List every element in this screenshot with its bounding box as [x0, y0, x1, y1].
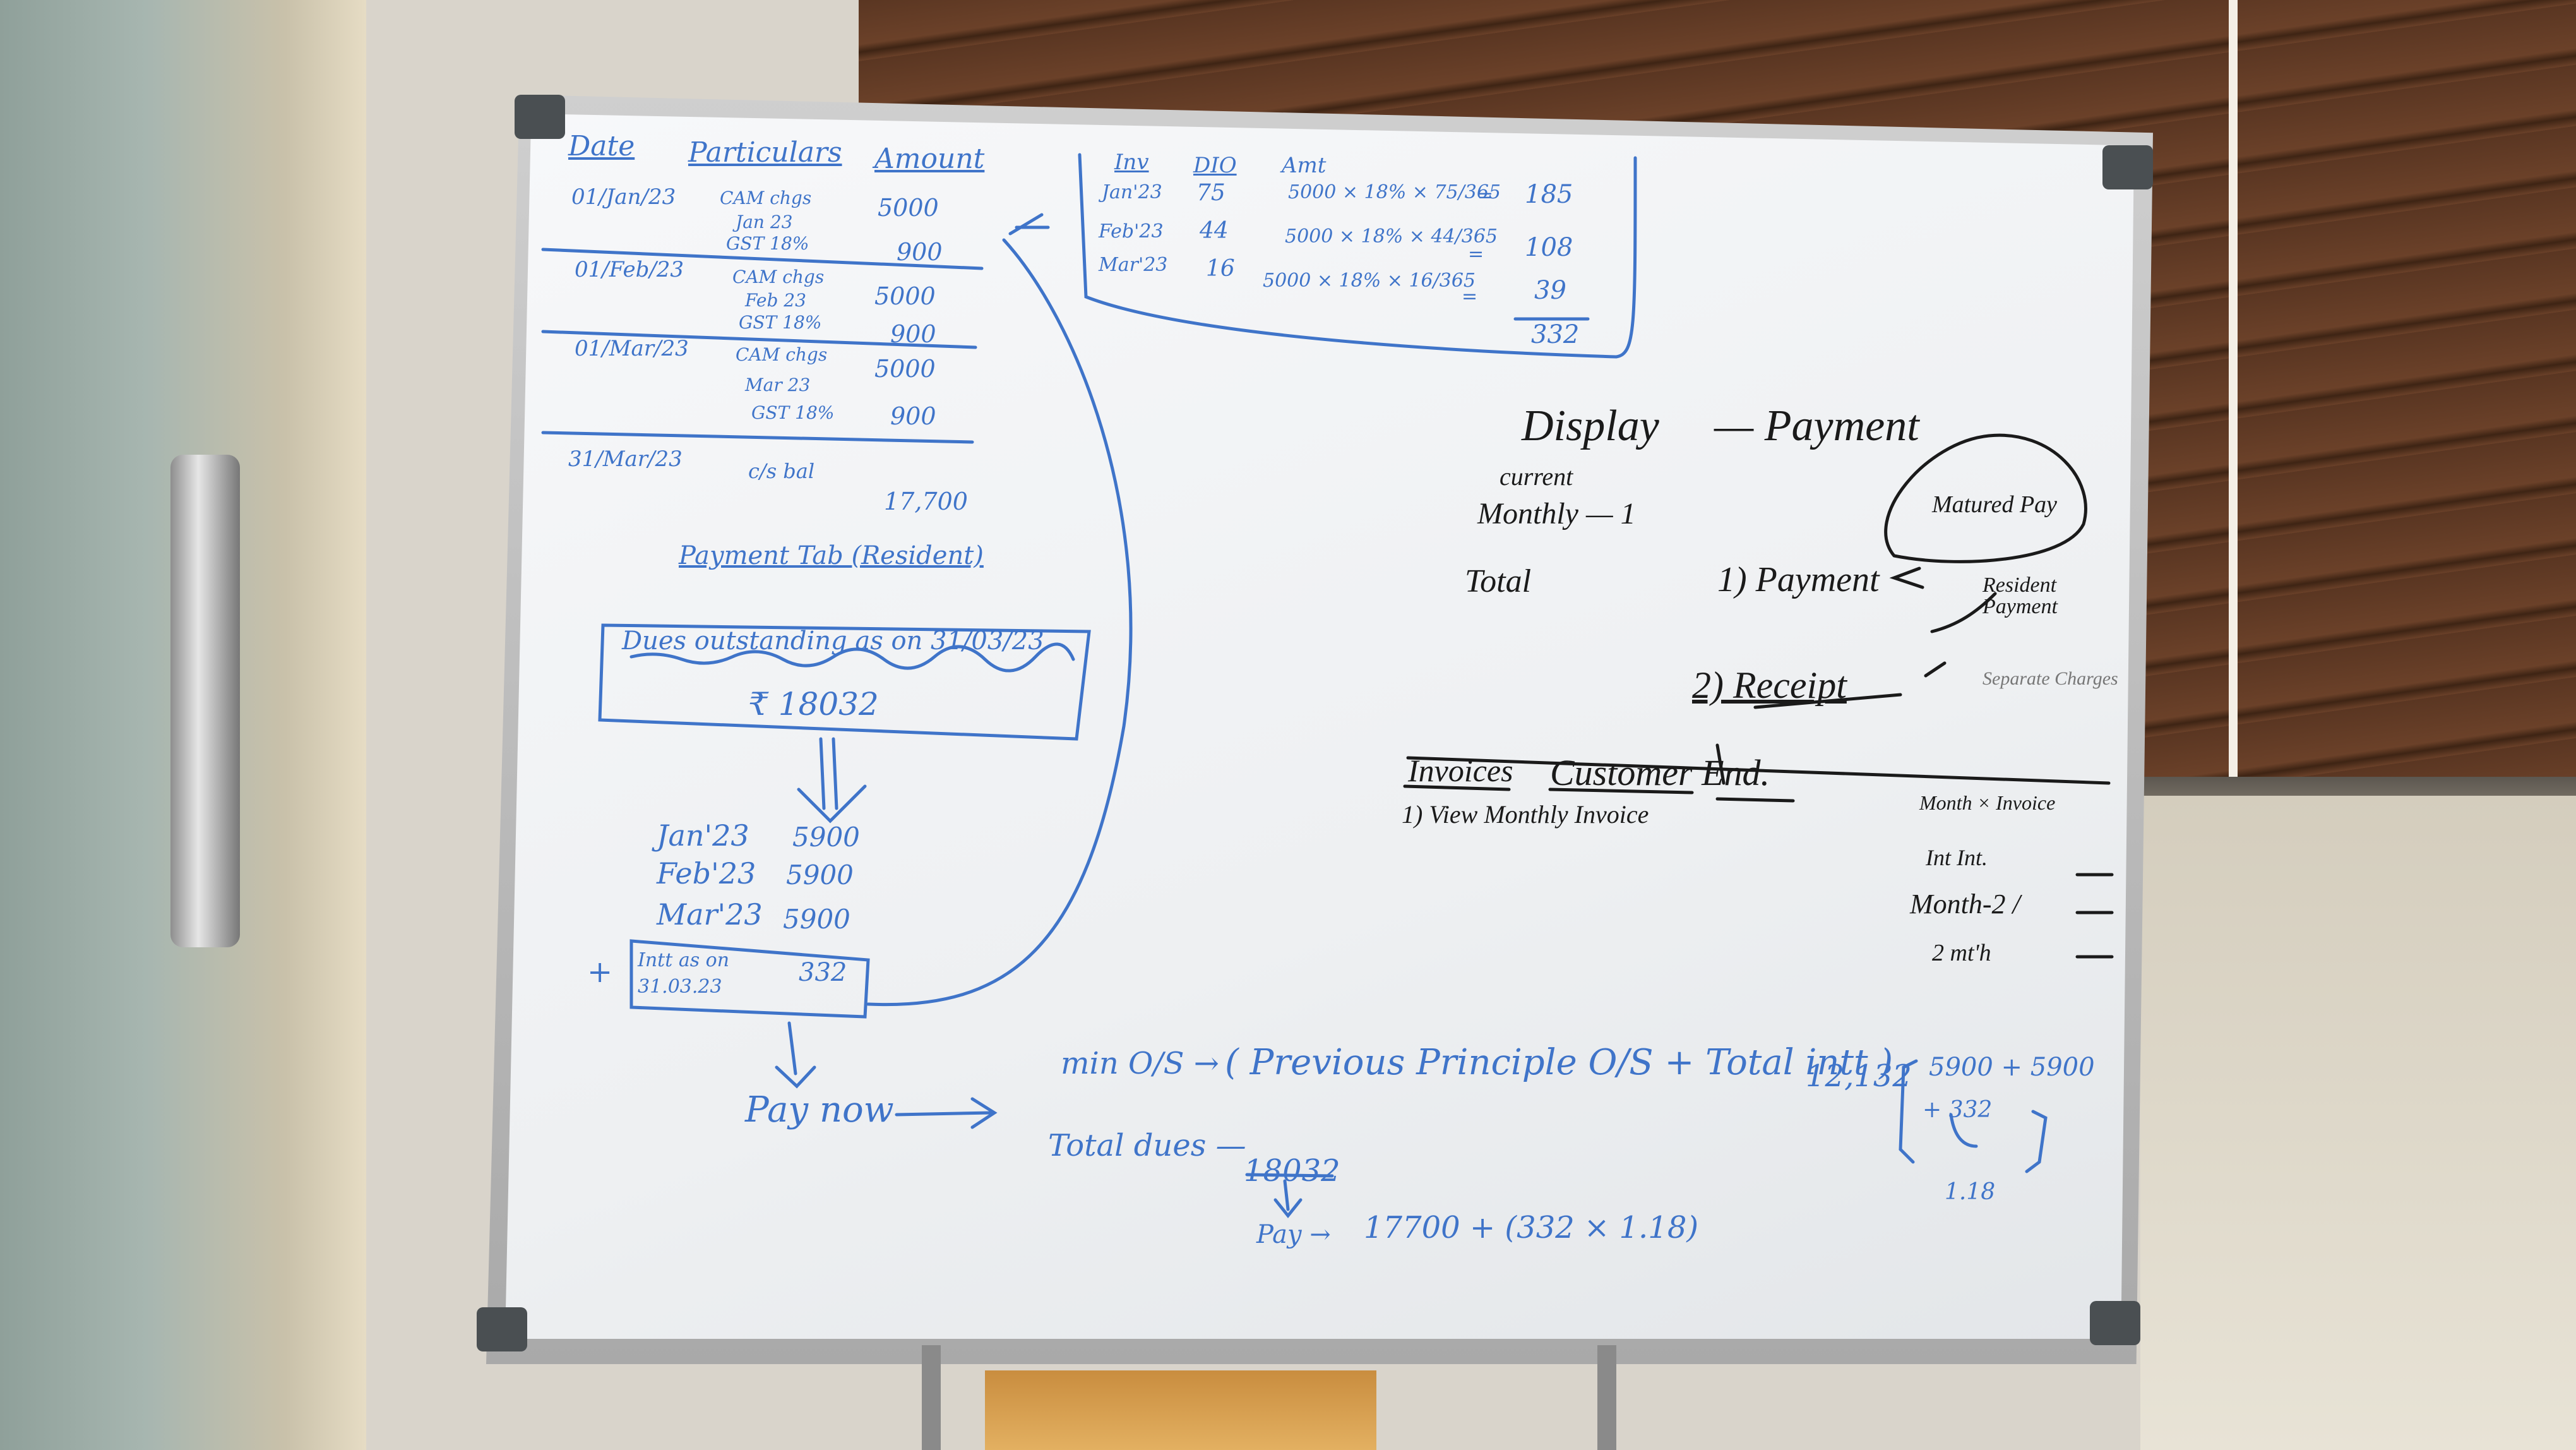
bracket-plus-interest: + 332 [1923, 1097, 1993, 1123]
interest-row-formula: 5000 × 18% × 75/365 [1288, 181, 1501, 203]
ledger-row-line: GST 18% [751, 402, 835, 423]
month-amount: 5900 [783, 904, 850, 935]
ledger-row-line: GST 18% [739, 312, 822, 333]
frame-corner [515, 95, 565, 139]
interest-row-formula: 5000 × 18% × 44/365 [1285, 225, 1498, 248]
month-row-note: 2 mt'h [1932, 940, 1991, 966]
view-monthly-invoice: 1) View Monthly Invoice [1402, 800, 1649, 829]
month-label: Jan'23 [657, 818, 749, 853]
ledger-row-amount: 5000 [874, 355, 936, 383]
display-list-item: Monthly — 1 [1477, 497, 1636, 530]
total-dues-label: Total dues — [1048, 1128, 1246, 1163]
min-os-value: 12,132 [1806, 1058, 1912, 1094]
bracket-sum: 5900 + 5900 [1929, 1053, 2095, 1082]
frame-corner [2102, 145, 2153, 189]
month-row-note: Month × Invoice [1919, 791, 2056, 814]
separate-charges-note: Separate Charges [1983, 668, 2118, 689]
ledger-row-amount: 17,700 [884, 488, 968, 515]
ledger-row-line: Mar 23 [745, 374, 811, 395]
ledger-row-line: CAM chgs [732, 267, 825, 287]
min-os-formula: ( Previous Principle O/S + Total intt ) [1225, 1042, 1893, 1083]
month-row-note: Int Int. [1926, 845, 1988, 870]
plus-sign: + [587, 954, 613, 990]
display-list-item: current [1500, 462, 1573, 491]
total-dues-value: 18032 [1244, 1153, 1340, 1189]
interest-total: 332 [1531, 320, 1580, 349]
frame-corner [2090, 1301, 2140, 1345]
interest-row-formula: 5000 × 18% × 16/365 [1263, 270, 1476, 292]
frame-corner [477, 1307, 527, 1351]
right-wall [2140, 796, 2576, 1450]
display-heading: Display [1522, 402, 1659, 450]
ledger-row-line: CAM chgs [720, 188, 812, 208]
resident-payment-note: Resident Payment [1983, 573, 2058, 618]
ledger-header-amount: Amount [874, 143, 985, 175]
ledger-row-date: 01/Jan/23 [571, 184, 676, 210]
matured-payment-note: Matured Pay [1932, 491, 2058, 518]
dues-outstanding-label: Dues outstanding as on 31/03/23 [622, 626, 1044, 656]
ledger-row-date: 01/Mar/23 [575, 336, 689, 361]
interest-header-dio: DIO [1193, 153, 1237, 178]
ledger-header-date: Date [568, 130, 635, 162]
payment-heading: — Payment [1714, 402, 1919, 450]
month-amount: 5900 [792, 822, 860, 853]
door-handle [170, 455, 240, 947]
interest-row-inv: Feb'23 [1099, 220, 1164, 243]
ledger-row-amount: 900 [890, 320, 936, 348]
pay-now-label: Pay now [745, 1089, 894, 1130]
display-list-item: Total [1465, 563, 1532, 599]
ledger-row-amount: 5000 [874, 282, 936, 310]
month-amount: 5900 [786, 860, 854, 890]
interest-row-inv: Jan'23 [1102, 181, 1162, 203]
interest-label: Intt as on 31.03.23 [638, 949, 730, 998]
board-stand [1597, 1345, 1616, 1450]
board-stand [922, 1345, 941, 1450]
interest-row-inv: Mar'23 [1099, 254, 1168, 276]
interest-row-dio: 16 [1206, 256, 1235, 282]
month-label: Mar'23 [657, 897, 763, 932]
interest-row-dio: 75 [1196, 180, 1225, 206]
ledger-row-line: Jan 23 [736, 212, 793, 232]
customer-end-heading: Customer End. [1550, 752, 1770, 793]
payment-tab-title: Payment Tab (Resident) [679, 541, 984, 570]
pay-formula: 17700 + (332 × 1.18) [1364, 1210, 1699, 1245]
cardboard-box [985, 1370, 1376, 1450]
month-row-note: Month-2 / [1910, 889, 2020, 920]
pay-label: Pay → [1256, 1220, 1331, 1249]
ledger-row-date: 01/Feb/23 [575, 257, 684, 282]
ledger-row-amount: 5000 [878, 194, 939, 222]
receipt-option: 2) Receipt [1692, 664, 1847, 706]
interest-row-eq: = [1462, 285, 1478, 308]
ledger-row-line: CAM chgs [736, 344, 828, 365]
interest-row-eq: = [1477, 184, 1494, 207]
interest-row-result: 185 [1525, 180, 1573, 209]
dues-outstanding-amount: ₹ 18032 [748, 686, 879, 722]
min-os-label: min O/S → [1061, 1046, 1219, 1081]
ledger-row-amount: 900 [897, 238, 943, 266]
interest-header-amt: Amt [1282, 153, 1327, 178]
ledger-row-line: Feb 23 [745, 290, 806, 311]
interest-amount: 332 [799, 958, 847, 987]
ledger-row-line: GST 18% [726, 233, 809, 254]
ledger-row-line: c/s bal [748, 459, 815, 483]
interest-header-inv: Inv [1114, 150, 1149, 175]
ledger-row-date: 31/Mar/23 [568, 446, 683, 472]
payment-option: 1) Payment [1717, 560, 1880, 599]
interest-row-result: 39 [1534, 276, 1566, 305]
blind-string [2229, 0, 2238, 821]
month-label: Feb'23 [657, 856, 756, 890]
ledger-header-particulars: Particulars [688, 136, 842, 169]
invoices-heading: Invoices [1408, 753, 1513, 788]
bracket-factor: 1.18 [1945, 1179, 1996, 1205]
interest-row-eq: = [1468, 243, 1484, 265]
ledger-row-amount: 900 [890, 402, 936, 430]
interest-row-result: 108 [1525, 233, 1573, 262]
interest-row-dio: 44 [1200, 218, 1229, 244]
